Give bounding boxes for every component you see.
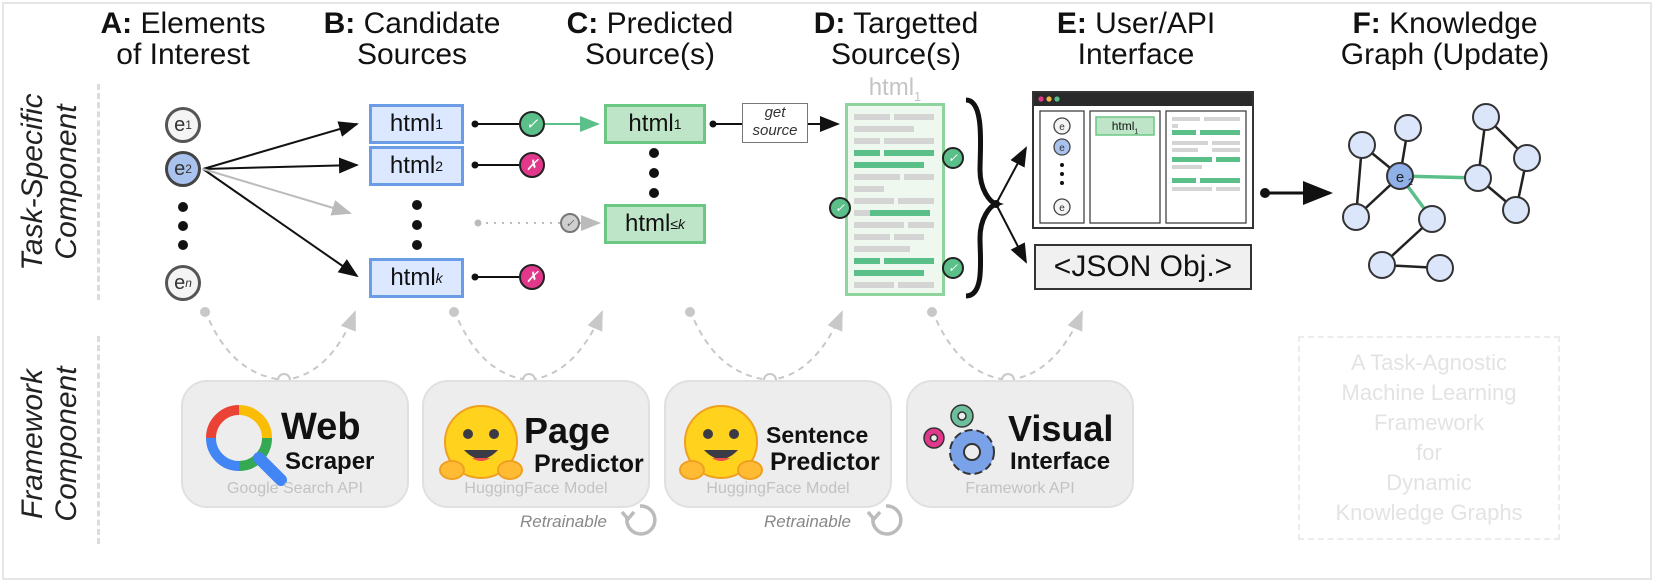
predicted-html-leq-k: html≤k	[604, 204, 706, 244]
card-title: Web	[281, 406, 361, 448]
huggingface-icon	[439, 405, 523, 480]
ui-html1-label: html1	[1111, 119, 1139, 136]
retrainable-label: Retrainable	[764, 512, 851, 531]
check-icon: ✓	[942, 147, 964, 169]
web-scraper-card: Web Scraper Google Search API	[181, 380, 409, 508]
card-caption: HuggingFace Model	[706, 480, 850, 497]
google-search-icon	[206, 405, 287, 486]
check-icon: ✓	[942, 257, 964, 279]
sentence-predictor-card: Sentence Predictor HuggingFace Model	[664, 380, 892, 508]
window-content: e e e	[1038, 96, 1247, 224]
card-subtitle: Scraper	[285, 448, 375, 475]
card-subtitle: Predictor	[534, 450, 644, 478]
card-subtitle: Predictor	[770, 448, 880, 476]
ellipsis-dot	[649, 168, 659, 178]
check-icon: ✓	[829, 197, 851, 219]
card-title: Visual	[1008, 408, 1114, 449]
svg-text:e: e	[1059, 143, 1065, 154]
svg-text:e: e	[1396, 169, 1404, 186]
card-subtitle: Interface	[1010, 448, 1111, 475]
card-title: Page	[524, 410, 611, 451]
ellipsis-dot	[412, 220, 422, 230]
check-icon-faded: ✓	[560, 213, 580, 233]
json-object-box: <JSON Obj.>	[1034, 244, 1252, 290]
ellipsis-dot	[178, 202, 188, 212]
ellipsis-dot	[412, 200, 422, 210]
ellipsis-dot	[178, 221, 188, 231]
user-interface-mock: e e e html1	[1032, 91, 1254, 229]
ellipsis-dot	[649, 188, 659, 198]
task-agnostic-framework-note: A Task-Agnostic Machine Learning Framewo…	[1298, 336, 1560, 540]
svg-text:e: e	[1059, 122, 1065, 133]
document-lines	[854, 114, 934, 288]
ellipsis-dot	[649, 148, 659, 158]
retrain-cycle-icon	[866, 504, 903, 536]
window-titlebar	[1034, 93, 1252, 106]
card-caption: HuggingFace Model	[464, 480, 608, 497]
divider-top	[97, 84, 100, 300]
document-label: html1	[868, 74, 922, 104]
cross-icon: ✗	[519, 152, 545, 178]
cross-icon: ✗	[519, 264, 545, 290]
page-predictor-card: Page Predictor HuggingFace Model	[422, 380, 650, 508]
huggingface-icon	[679, 405, 763, 480]
knowledge-graph-edges	[1354, 116, 1529, 270]
retrain-cycle-icon	[620, 504, 657, 536]
card-caption: Framework API	[965, 480, 1075, 497]
gears-icon	[923, 404, 995, 475]
card-caption: Google Search API	[226, 480, 364, 497]
retrainable-label: Retrainable	[520, 512, 607, 531]
ellipsis-dot	[412, 240, 422, 250]
ellipsis-dot	[178, 240, 188, 250]
check-icon: ✓	[519, 111, 545, 137]
svg-text:e: e	[1059, 203, 1065, 214]
svg-text:2: 2	[1408, 177, 1413, 187]
divider-bottom	[97, 336, 100, 544]
visual-interface-card: Visual Interface Framework API	[906, 380, 1134, 508]
card-title: Sentence	[766, 422, 869, 448]
targeted-source-document	[845, 103, 945, 296]
